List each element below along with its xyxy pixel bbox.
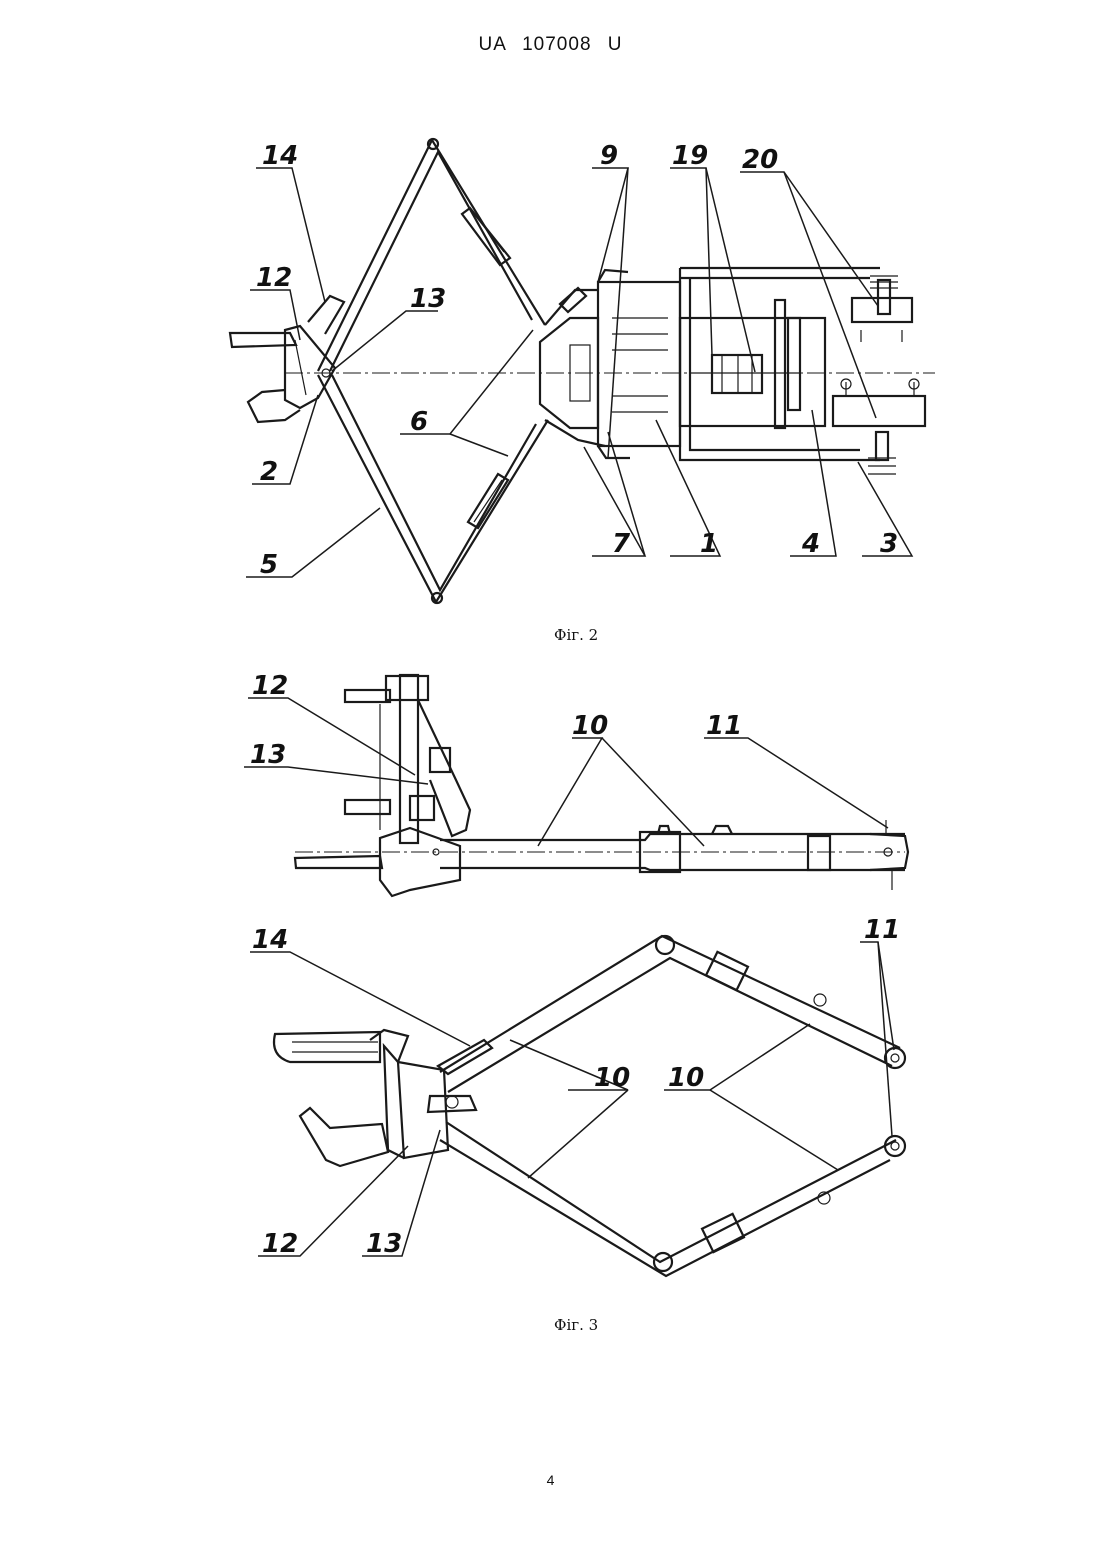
label-19: 19 (672, 141, 708, 171)
bracket-assembly-20 (833, 276, 925, 474)
label-14: 14 (262, 141, 298, 171)
label-10-persp-a: 10 (594, 1063, 630, 1093)
label-4: 4 (801, 529, 820, 559)
lever-frame-5 (318, 139, 548, 603)
label-11-side: 11 (706, 711, 742, 741)
label-7: 7 (612, 529, 631, 559)
label-12: 12 (256, 263, 292, 293)
label-11-persp: 11 (864, 915, 900, 945)
label-14-persp: 14 (252, 925, 288, 955)
label-10-persp-b: 10 (668, 1063, 704, 1093)
label-10-side: 10 (572, 711, 608, 741)
figure-2-drawing: 14 12 13 2 5 6 9 19 20 7 1 4 3 (230, 139, 935, 603)
figure-3-caption: Фіг. 3 (554, 1316, 598, 1334)
label-3: 3 (880, 529, 898, 559)
label-1: 1 (700, 529, 718, 559)
label-9: 9 (600, 141, 618, 171)
label-12-side: 12 (252, 671, 288, 701)
label-13-side: 13 (250, 740, 286, 770)
label-12-persp: 12 (262, 1229, 298, 1259)
reference-labels-fig2: 14 12 13 2 5 6 9 19 20 7 1 4 3 (256, 141, 898, 580)
figure-2-caption: Фіг. 2 (554, 626, 598, 644)
label-20: 20 (742, 145, 778, 175)
label-13: 13 (410, 284, 446, 314)
label-13-persp: 13 (366, 1229, 402, 1259)
label-5: 5 (260, 550, 278, 580)
gear-assembly-19-4 (690, 300, 800, 428)
side-cylinders-7 (545, 288, 605, 446)
figure-3-perspective-view: 14 10 10 11 12 13 (250, 915, 905, 1276)
page-number: 4 (0, 1472, 1101, 1488)
gripper-hook-2 (230, 296, 344, 422)
label-6: 6 (410, 407, 428, 437)
label-2: 2 (260, 457, 278, 487)
figure-3-side-view: 12 13 10 11 (244, 671, 908, 896)
